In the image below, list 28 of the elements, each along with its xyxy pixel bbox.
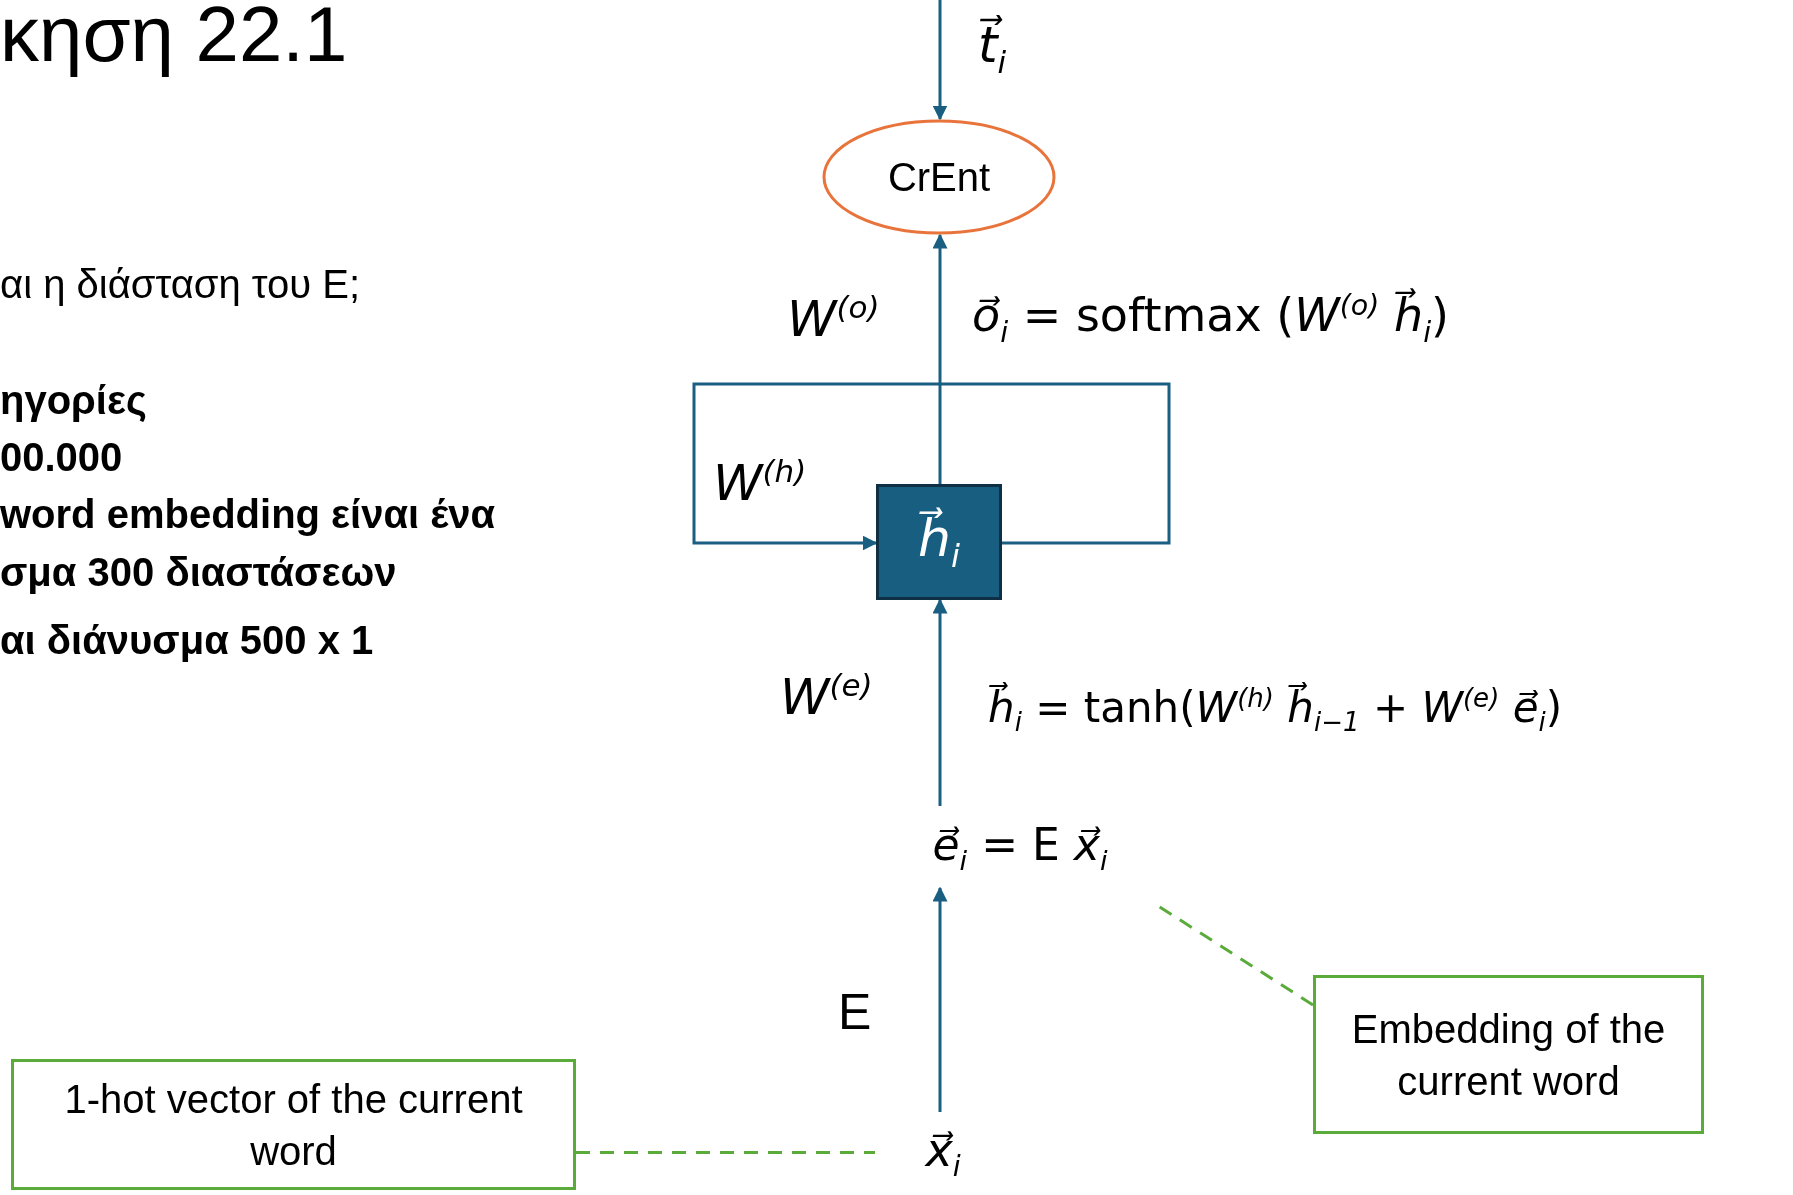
question-text: αι διάνυσμα 500 x 1 bbox=[0, 618, 374, 662]
arrow bbox=[932, 886, 948, 1112]
leader-line bbox=[576, 1151, 875, 1154]
arrow bbox=[932, 0, 948, 121]
arrow bbox=[932, 233, 948, 484]
slide-title: κηση 22.1 bbox=[0, 0, 348, 78]
node-label: Embedding of the current word bbox=[1350, 1005, 1667, 1105]
matrix-label: E bbox=[838, 985, 872, 1040]
question-text: word embedding είναι ένα bbox=[0, 492, 496, 536]
math-symbol: e⃗$_{i}$ = E x⃗$_{i}$ bbox=[932, 817, 1108, 878]
question-text: 00.000 bbox=[0, 435, 123, 479]
annotation-box bbox=[1313, 975, 1704, 1134]
node-label: 1-hot vector of the current word bbox=[63, 1075, 524, 1175]
math-symbol: x⃗$_{i}$ bbox=[925, 1121, 961, 1186]
node-label: CrEnt bbox=[887, 154, 991, 201]
weight-label: W$^{(o)}$ bbox=[787, 290, 880, 347]
arrow bbox=[932, 598, 948, 806]
hidden-state-box bbox=[876, 484, 1002, 600]
arrow bbox=[692, 382, 1171, 551]
question-text: ηγορίες bbox=[0, 378, 147, 422]
weight-label: W$^{(h)}$ bbox=[713, 454, 807, 511]
math-symbol: h⃗$_{i}$ bbox=[918, 506, 960, 578]
question-text: σμα 300 διαστάσεων bbox=[0, 550, 397, 594]
weight-label: W$^{(e)}$ bbox=[780, 668, 873, 725]
annotation-box bbox=[11, 1059, 576, 1190]
question-text: αι η διάσταση του E; bbox=[0, 262, 361, 306]
formula: h⃗$_{i}$ = tanh(W$^{(h)}$ h⃗$_{i−1}$ + W$^{(e)}$ e⃗$_{i}$) bbox=[988, 684, 1563, 738]
formula: o⃗$_{i}$ = softmax (W$^{(o)}$ h⃗$_{i}$) bbox=[972, 290, 1450, 348]
